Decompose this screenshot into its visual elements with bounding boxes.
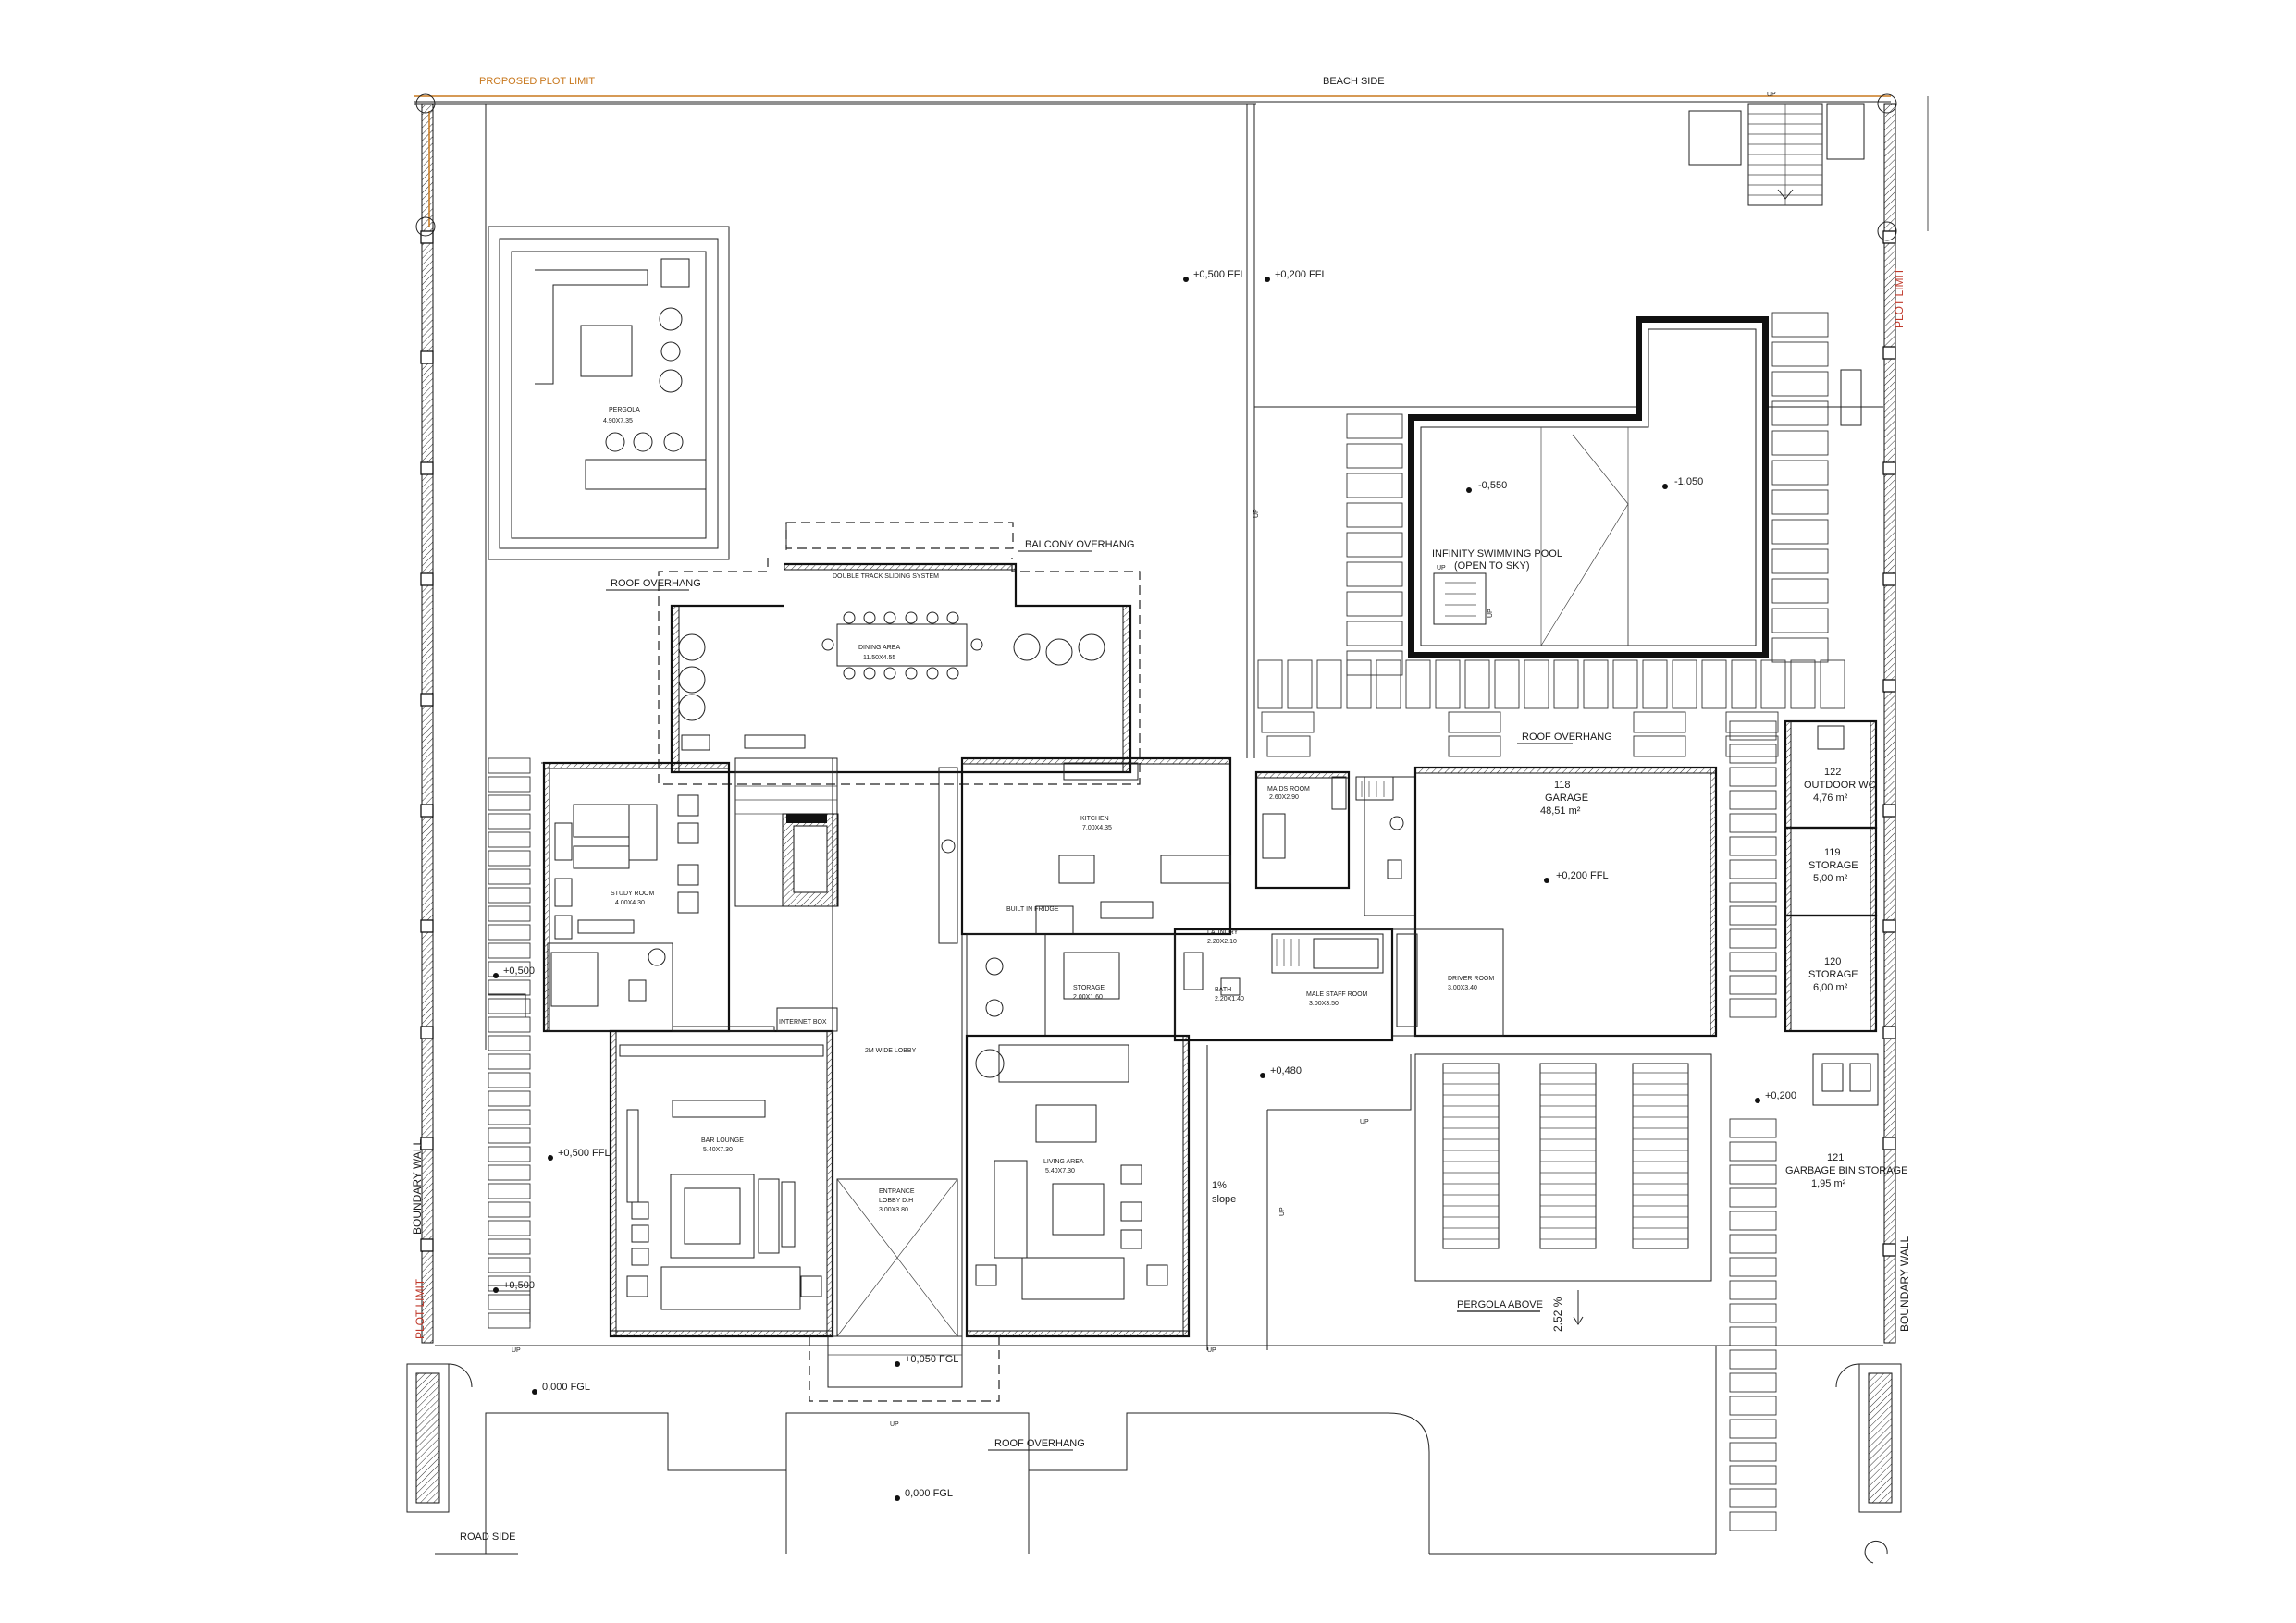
- proposed-plot-limit-label: PROPOSED PLOT LIMIT: [479, 76, 595, 87]
- garden-pergola: PERGOLA 4.90X7.35: [488, 226, 730, 560]
- storage-small-name: STORAGE: [1073, 985, 1105, 991]
- pool-sub: (OPEN TO SKY): [1454, 560, 1530, 572]
- boundary-wall-left-label: BOUNDARY WALL: [411, 1139, 424, 1235]
- maids-room-name: MAIDS ROOM: [1267, 786, 1310, 793]
- storage-small-dims: 2.00X1.60: [1073, 994, 1103, 1001]
- garbage-name: GARBAGE BIN STORAGE: [1785, 1165, 1907, 1176]
- driver-room-dims: 3.00X3.40: [1448, 985, 1477, 991]
- internet-box-label: INTERNET BOX: [779, 1019, 827, 1026]
- level-500-ffl-left: +0,500 FFL: [558, 1148, 611, 1159]
- living-name: LIVING AREA: [1043, 1159, 1084, 1165]
- outdoor-wc-name: OUTDOOR WC: [1804, 780, 1876, 791]
- road-side-label: ROAD SIDE: [460, 1531, 516, 1543]
- up-label-beach: UP: [1767, 92, 1776, 98]
- pool-name: INFINITY SWIMMING POOL: [1432, 548, 1562, 559]
- bar-lounge-dims: 5.40X7.30: [703, 1147, 733, 1153]
- bath-dims: 2.20X1.40: [1215, 996, 1244, 1002]
- laundry-name: LAUNDRY: [1207, 929, 1239, 936]
- garage-name: GARAGE: [1545, 793, 1588, 804]
- slope-word-label: slope: [1212, 1194, 1236, 1205]
- up-label-garden: UP: [1253, 509, 1260, 518]
- garage-num: 118: [1554, 780, 1571, 791]
- outdoor-wc-num: 122: [1824, 767, 1841, 778]
- study-name: STUDY ROOM: [611, 891, 654, 897]
- roof-overhang-garage-label: ROOF OVERHANG: [1522, 732, 1612, 743]
- level-200-right: +0,200: [1765, 1090, 1796, 1101]
- kitchen-name: KITCHEN: [1080, 816, 1109, 822]
- house: DINING AREA 11.50X4.55 DOUBLE TRACK SLID…: [541, 522, 1718, 1402]
- kitchen-dims: 7.00X4.35: [1082, 825, 1112, 831]
- plot-limit-right-label: PLOT LIMIT: [1893, 267, 1906, 328]
- dining-dims: 11.50X4.55: [863, 655, 895, 661]
- level-500-left: +0,500: [503, 965, 535, 977]
- living-dims: 5.40X7.30: [1045, 1168, 1075, 1174]
- level-480: +0,480: [1270, 1065, 1302, 1076]
- male-staff-name: MALE STAFF ROOM: [1306, 991, 1368, 998]
- storage-119-area: 5,00 m²: [1813, 873, 1848, 884]
- entrance-dims: 3.00X3.80: [879, 1207, 908, 1213]
- left-garden-steps: [488, 757, 531, 1329]
- pool-up-label-2: UP: [1437, 565, 1446, 572]
- pergola-above-label: PERGOLA ABOVE: [1457, 1299, 1543, 1310]
- slope-1pct-label: 1%: [1212, 1180, 1227, 1191]
- level-000-left: 0,000 FGL: [542, 1382, 590, 1393]
- slope-252-label: 2.52 %: [1551, 1297, 1564, 1332]
- front-yard: ROAD SIDE ROOF OVERHANG: [406, 1345, 1902, 1564]
- beach-side-label: BEACH SIDE: [1323, 76, 1385, 87]
- pergola-dims: 4.90X7.35: [603, 418, 633, 424]
- driver-room-name: DRIVER ROOM: [1448, 976, 1494, 982]
- boundary-wall-right-label: BOUNDARY WALL: [1898, 1236, 1911, 1332]
- plot-limit-left-label: PLOT LIMIT: [414, 1278, 426, 1339]
- bath-name: BATH: [1215, 987, 1231, 993]
- beach-stairs: UP: [1688, 92, 1865, 206]
- level-050-entry: +0,050 FGL: [905, 1354, 958, 1365]
- boundary-columns: [420, 230, 1896, 1257]
- storage-120-area: 6,00 m²: [1813, 982, 1848, 993]
- balcony-overhang-label: BALCONY OVERHANG: [1025, 539, 1134, 550]
- outdoor-wc-area: 4,76 m²: [1813, 793, 1848, 804]
- pool-area: UP UP INFINITY SWIMMING POOL (OPEN TO SK…: [1257, 312, 1862, 757]
- dining-sliding-label: DOUBLE TRACK SLIDING SYSTEM: [833, 573, 939, 580]
- level-500-ffl-top: +0,500 FFL: [1193, 269, 1246, 280]
- pool-up-label: UP: [1487, 609, 1494, 618]
- dining-name: DINING AREA: [858, 645, 900, 651]
- parking: PERGOLA ABOVE 2.52 % 1% slope UP UP: [1206, 1045, 1712, 1350]
- storage-120-name: STORAGE: [1808, 969, 1858, 980]
- roof-overhang-top-label: ROOF OVERHANG: [611, 578, 701, 589]
- laundry-dims: 2.20X2.10: [1207, 939, 1237, 945]
- storage-120-num: 120: [1824, 956, 1841, 967]
- service-rooms: 122 OUTDOOR WC 4,76 m² 119 STORAGE 5,00 …: [1729, 719, 1907, 1531]
- male-staff-dims: 3.00X3.50: [1309, 1001, 1339, 1007]
- bar-lounge-name: BAR LOUNGE: [701, 1137, 744, 1144]
- storage-119-num: 119: [1824, 847, 1841, 858]
- level-500-bottom-left: +0,500: [503, 1280, 535, 1291]
- level-200-ffl-top: +0,200 FFL: [1275, 269, 1327, 280]
- garbage-num: 121: [1827, 1152, 1844, 1163]
- site-boundary: [414, 93, 1929, 1344]
- built-in-fridge-label: BUILT IN FRIDGE: [1006, 906, 1059, 913]
- entrance-name: ENTRANCE: [879, 1188, 915, 1195]
- storage-119-name: STORAGE: [1808, 860, 1858, 871]
- level-garage-200: +0,200 FFL: [1556, 870, 1609, 881]
- level-pool-550: -0,550: [1478, 480, 1507, 491]
- level-markers: +0,500 FFL +0,200 FFL +0,500 +0,500 FFL …: [493, 269, 1796, 1501]
- up-label-left: UP: [512, 1347, 521, 1354]
- garbage-area: 1,95 m²: [1811, 1178, 1846, 1189]
- maids-room-dims: 2.60X2.90: [1269, 794, 1299, 801]
- lobby-name: 2M WIDE LOBBY: [865, 1048, 917, 1054]
- roof-overhang-bottom: ROOF OVERHANG: [994, 1438, 1085, 1449]
- level-000-bottom: 0,000 FGL: [905, 1488, 953, 1499]
- pergola-name: PERGOLA: [609, 407, 640, 413]
- ramp-up-label: UP: [1279, 1207, 1286, 1216]
- level-pool-1050: -1,050: [1674, 476, 1703, 487]
- study-dims: 4.00X4.30: [615, 900, 645, 906]
- garage-area: 48,51 m²: [1540, 805, 1581, 817]
- entrance-sub: LOBBY D.H: [879, 1198, 913, 1204]
- ramp-up-label-2: UP: [1360, 1119, 1369, 1125]
- up-label-right: UP: [1207, 1347, 1216, 1354]
- up-label-entry: UP: [890, 1421, 899, 1428]
